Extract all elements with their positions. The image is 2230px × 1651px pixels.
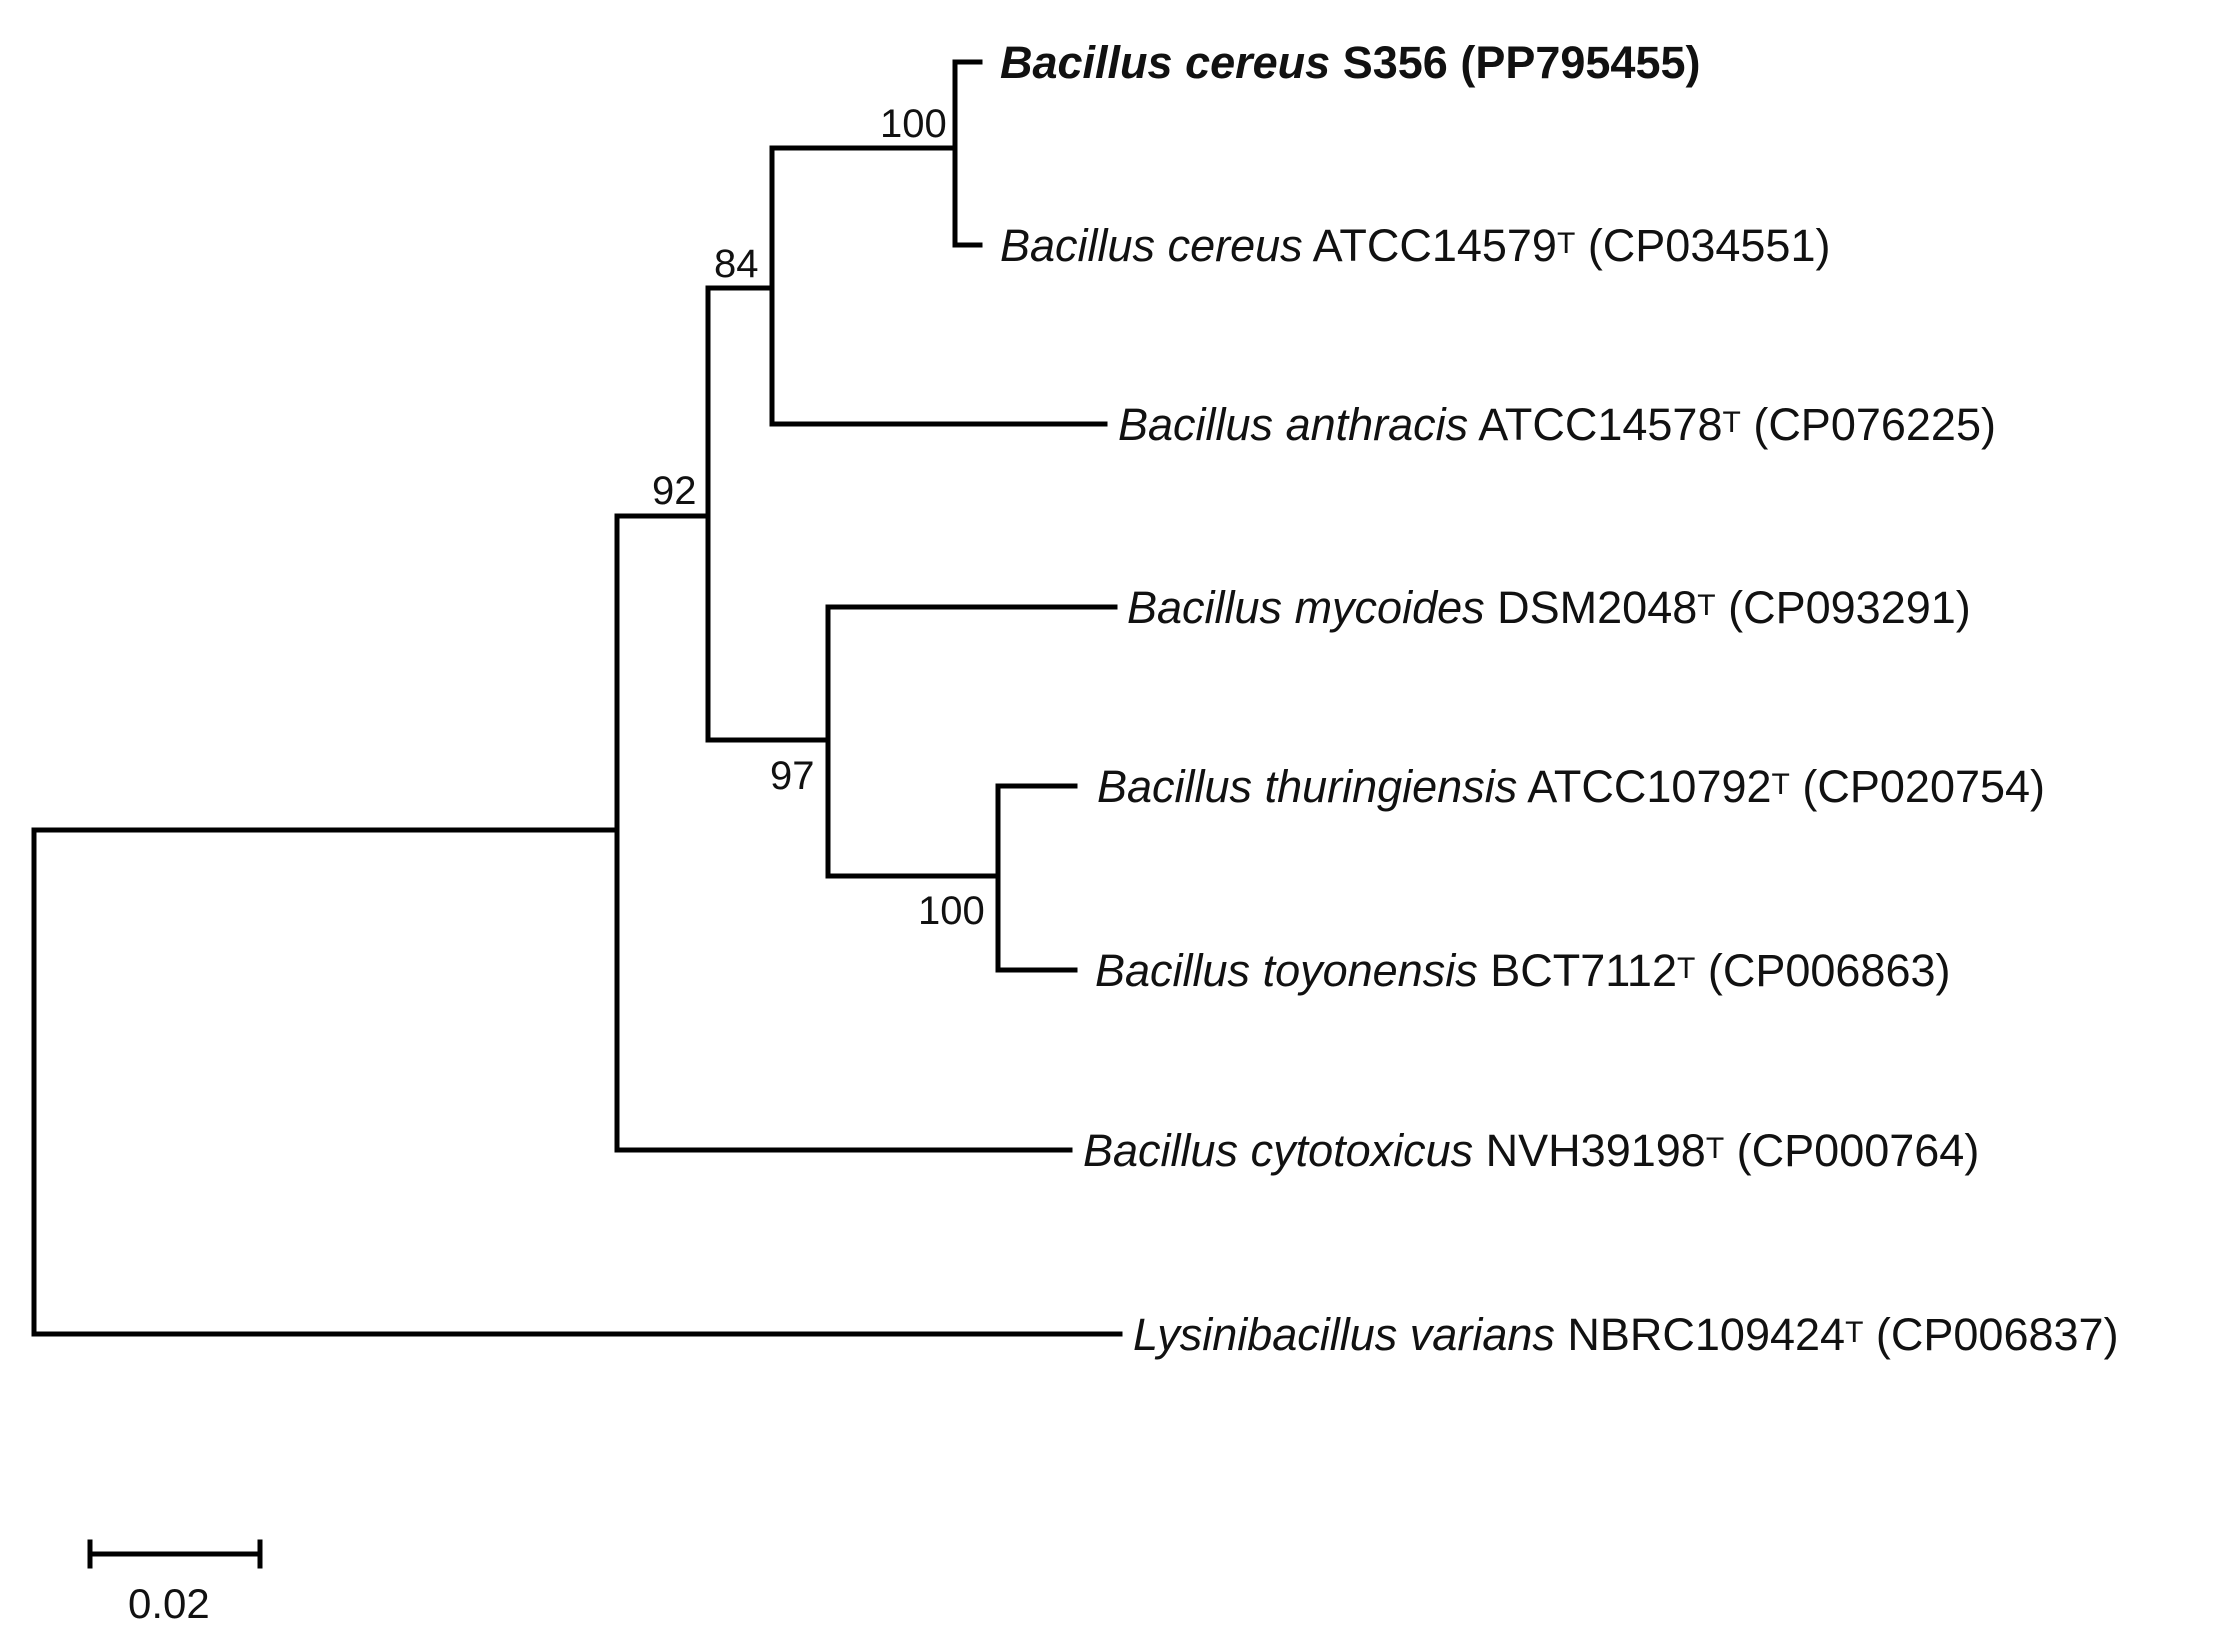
leaf-strain-thuringiensis: ATCC10792 <box>1527 761 1771 812</box>
leaf-species-s356: Bacillus cereus <box>1000 37 1330 88</box>
type-strain-marker: T <box>1697 589 1715 622</box>
leaf-label-anthracis: Bacillus anthracis ATCC14578T (CP076225) <box>1118 391 1996 450</box>
leaf-label-mycoides: Bacillus mycoides DSM2048T (CP093291) <box>1127 574 1971 633</box>
bootstrap-97: 97 <box>770 754 815 798</box>
leaf-species-cytotoxicus: Bacillus cytotoxicus <box>1083 1125 1473 1176</box>
tree-branches <box>31 59 1123 1337</box>
bootstrap-values: 100 84 92 97 100 <box>652 102 985 933</box>
leaf-strain-mycoides: DSM2048 <box>1497 582 1697 633</box>
leaf-species-mycoides: Bacillus mycoides <box>1127 582 1485 633</box>
leaf-strain-lysinibacillus: NBRC109424 <box>1567 1309 1845 1360</box>
leaf-label-cereus-atcc: Bacillus cereus ATCC14579T (CP034551) <box>1000 212 1830 271</box>
leaf-accession-toyonensis: (CP006863) <box>1708 945 1951 996</box>
bootstrap-92: 92 <box>652 469 697 513</box>
leaf-accession-cereus-atcc: (CP034551) <box>1588 220 1831 271</box>
leaf-species-cereus-atcc: Bacillus cereus <box>1000 220 1303 271</box>
leaf-accession-anthracis: (CP076225) <box>1753 399 1996 450</box>
leaf-strain-anthracis: ATCC14578 <box>1478 399 1722 450</box>
scale-bar-label: 0.02 <box>128 1580 210 1627</box>
bootstrap-84: 84 <box>714 242 759 286</box>
leaf-strain-cereus-atcc: ATCC14579 <box>1313 220 1557 271</box>
leaf-species-lysinibacillus: Lysinibacillus varians <box>1133 1309 1555 1360</box>
scale-bar: 0.02 <box>87 1539 263 1627</box>
leaf-accession-mycoides: (CP093291) <box>1728 582 1971 633</box>
leaf-label-toyonensis: Bacillus toyonensis BCT7112T (CP006863) <box>1095 937 1951 996</box>
type-strain-marker: T <box>1845 1316 1863 1349</box>
leaf-species-thuringiensis: Bacillus thuringiensis <box>1097 761 1517 812</box>
leaf-labels: Bacillus cereus S356 (PP795455) Bacillus… <box>1000 37 2119 1360</box>
leaf-accession-thuringiensis: (CP020754) <box>1802 761 2045 812</box>
bootstrap-thur-toyo: 100 <box>918 889 985 933</box>
bootstrap-cereus-pair: 100 <box>880 102 947 146</box>
leaf-accession-lysinibacillus: (CP006837) <box>1876 1309 2119 1360</box>
leaf-strain-toyonensis: BCT7112 <box>1490 945 1677 996</box>
leaf-strain-cytotoxicus: NVH39198 <box>1486 1125 1706 1176</box>
leaf-label-lysinibacillus: Lysinibacillus varians NBRC109424T (CP00… <box>1133 1301 2119 1360</box>
leaf-label-thuringiensis: Bacillus thuringiensis ATCC10792T (CP020… <box>1097 753 2045 812</box>
type-strain-marker: T <box>1677 952 1695 985</box>
leaf-species-toyonensis: Bacillus toyonensis <box>1095 945 1478 996</box>
type-strain-marker: T <box>1722 406 1740 439</box>
leaf-label-cytotoxicus: Bacillus cytotoxicus NVH39198T (CP000764… <box>1083 1117 1979 1176</box>
type-strain-marker: T <box>1772 768 1790 801</box>
leaf-strain-s356: S356 <box>1343 37 1448 88</box>
leaf-species-anthracis: Bacillus anthracis <box>1118 399 1468 450</box>
leaf-accession-s356: (PP795455) <box>1460 37 1700 88</box>
type-strain-marker: T <box>1706 1132 1724 1165</box>
leaf-label-s356: Bacillus cereus S356 (PP795455) <box>1000 37 1701 88</box>
leaf-accession-cytotoxicus: (CP000764) <box>1737 1125 1980 1176</box>
type-strain-marker: T <box>1557 227 1575 260</box>
